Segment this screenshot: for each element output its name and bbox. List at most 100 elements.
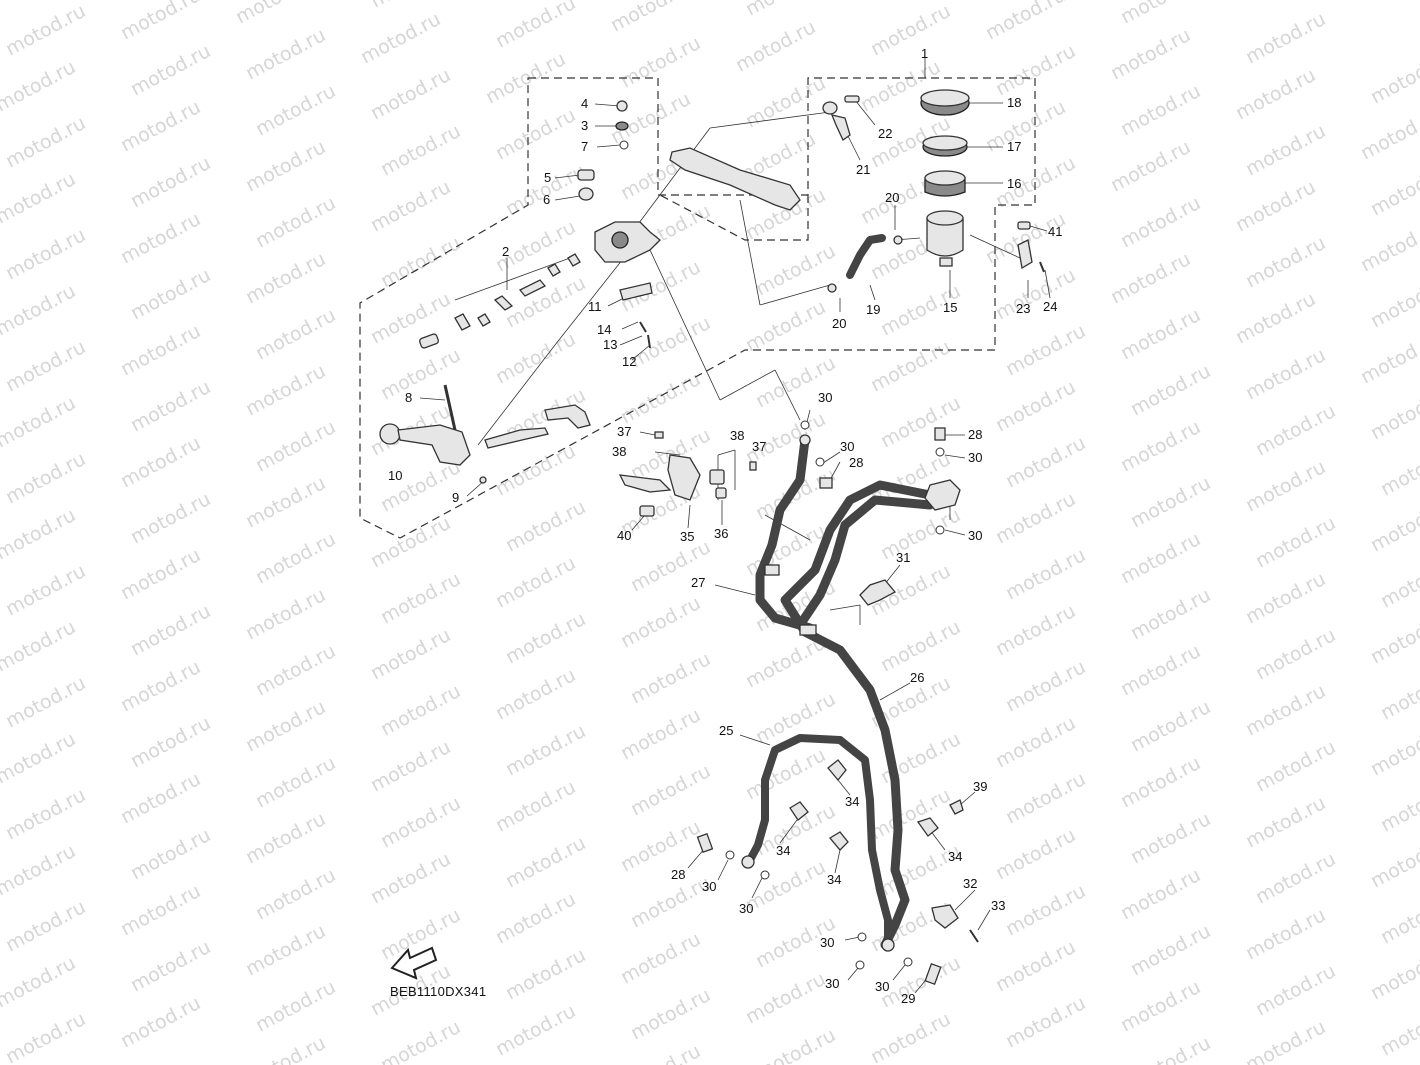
part-5-screw: [577, 169, 595, 181]
part-34-clamp: [916, 817, 939, 837]
watermark-text: motod.ru: [1002, 880, 1089, 940]
watermark-text: motod.ru: [1117, 528, 1204, 588]
watermark-text: motod.ru: [1127, 584, 1214, 644]
watermark-text: motod.ru: [617, 816, 704, 876]
watermark-text: motod.ru: [492, 104, 579, 164]
callout-23: 23: [1016, 301, 1030, 316]
watermark-text: motod.ru: [1367, 720, 1420, 780]
watermark-text: motod.ru: [242, 360, 329, 420]
watermark-text: motod.ru: [0, 728, 79, 788]
watermark-text: motod.ru: [732, 16, 819, 76]
callout-38: 38: [730, 428, 744, 443]
watermark-text: motod.ru: [742, 856, 829, 916]
watermark-text: motod.ru: [1367, 160, 1420, 220]
watermark-text: motod.ru: [2, 784, 89, 844]
watermark-text: motod.ru: [252, 192, 339, 252]
watermark-text: motod.ru: [742, 72, 829, 132]
watermark-text: motod.ru: [1367, 832, 1420, 892]
watermark-text: motod.ru: [877, 616, 964, 676]
watermark-text: motod.ru: [1232, 176, 1319, 236]
watermark-text: motod.ru: [357, 8, 444, 68]
watermark-text: motod.ru: [1242, 904, 1329, 964]
washer-30: [935, 447, 945, 457]
washer-30: [857, 932, 867, 942]
callout-30: 30: [739, 901, 753, 916]
watermark-text: motod.ru: [1232, 64, 1319, 124]
watermark-text: motod.ru: [857, 0, 944, 4]
callout-3: 3: [581, 118, 588, 133]
watermark-text: motod.ru: [242, 1032, 329, 1065]
callout-36: 36: [714, 526, 728, 541]
watermark-text: motod.ru: [242, 136, 329, 196]
watermark-text: motod.ru: [367, 176, 454, 236]
watermark-text: motod.ru: [242, 584, 329, 644]
callout-37: 37: [752, 439, 766, 454]
master-cylinder-parts: [379, 100, 801, 484]
watermark-text: motod.ru: [1252, 736, 1339, 796]
watermark-text: motod.ru: [1377, 664, 1420, 724]
callout-30: 30: [840, 439, 854, 454]
hose-joint: [799, 624, 817, 636]
callout-13: 13: [603, 337, 617, 352]
callout-10: 10: [388, 468, 402, 483]
callout-39: 39: [973, 779, 987, 794]
part-6-boot: [578, 187, 594, 201]
watermark-text: motod.ru: [252, 864, 339, 924]
watermark-text: motod.ru: [252, 976, 339, 1036]
callout-17: 17: [1007, 139, 1021, 154]
watermark-text: motod.ru: [617, 928, 704, 988]
watermark-text: motod.ru: [377, 232, 464, 292]
watermark-text: motod.ru: [1127, 1032, 1214, 1065]
watermark-text: motod.ru: [1357, 328, 1420, 388]
watermark-text: motod.ru: [1117, 416, 1204, 476]
watermark-text: motod.ru: [127, 152, 214, 212]
watermark-text: motod.ru: [492, 552, 579, 612]
watermark-text: motod.ru: [242, 472, 329, 532]
watermark-text: motod.ru: [1252, 960, 1339, 1020]
part-29-bolt: [924, 962, 942, 986]
watermark-text: motod.ru: [252, 528, 339, 588]
watermark-text: motod.ru: [367, 288, 454, 348]
watermark-text: motod.ru: [1377, 552, 1420, 612]
watermark-text: motod.ru: [1117, 640, 1204, 700]
part-7-oring: [619, 140, 629, 150]
banjo-upper: [799, 434, 811, 446]
part-34-clamp: [827, 759, 847, 782]
watermark-text: motod.ru: [1117, 976, 1204, 1036]
callout-4: 4: [581, 96, 588, 111]
callout-11: 11: [588, 299, 602, 314]
watermark-text: motod.ru: [1252, 624, 1339, 684]
watermark-text: motod.ru: [1127, 472, 1214, 532]
banjo-left: [741, 855, 755, 869]
watermark-text: motod.ru: [252, 80, 339, 140]
callout-9: 9: [452, 490, 459, 505]
washer-30: [725, 850, 735, 860]
handlebar-holder: [669, 147, 801, 211]
part-11-pivot: [619, 282, 653, 301]
watermark-text: motod.ru: [1367, 944, 1420, 1004]
watermark-text: motod.ru: [1002, 656, 1089, 716]
callout-5: 5: [544, 170, 551, 185]
watermark-text: motod.ru: [117, 880, 204, 940]
watermark-text: motod.ru: [367, 736, 454, 796]
watermark-text: motod.ru: [367, 624, 454, 684]
piston-bolt: [419, 333, 439, 349]
front-arrow-icon: [390, 946, 438, 980]
watermark-text: motod.ru: [617, 1040, 704, 1065]
part-31-clamp: [859, 579, 897, 606]
callout-20-upper: 20: [885, 190, 899, 205]
watermark-text: motod.ru: [502, 944, 589, 1004]
callout-33: 33: [991, 898, 1005, 913]
callout-34: 34: [827, 872, 841, 887]
watermark-text: motod.ru: [117, 768, 204, 828]
part-34-clamp: [789, 801, 809, 821]
part-36-ring: [715, 487, 727, 499]
callout-30: 30: [825, 976, 839, 991]
watermark-text: motod.ru: [2, 896, 89, 956]
watermark-text: motod.ru: [232, 0, 319, 28]
watermark-text: motod.ru: [867, 1008, 954, 1065]
part-4-bolt: [616, 100, 628, 112]
part-37-screw-right: [749, 461, 757, 471]
watermark-text: motod.ru: [0, 504, 79, 564]
part-20-clip-upper: [893, 235, 903, 245]
